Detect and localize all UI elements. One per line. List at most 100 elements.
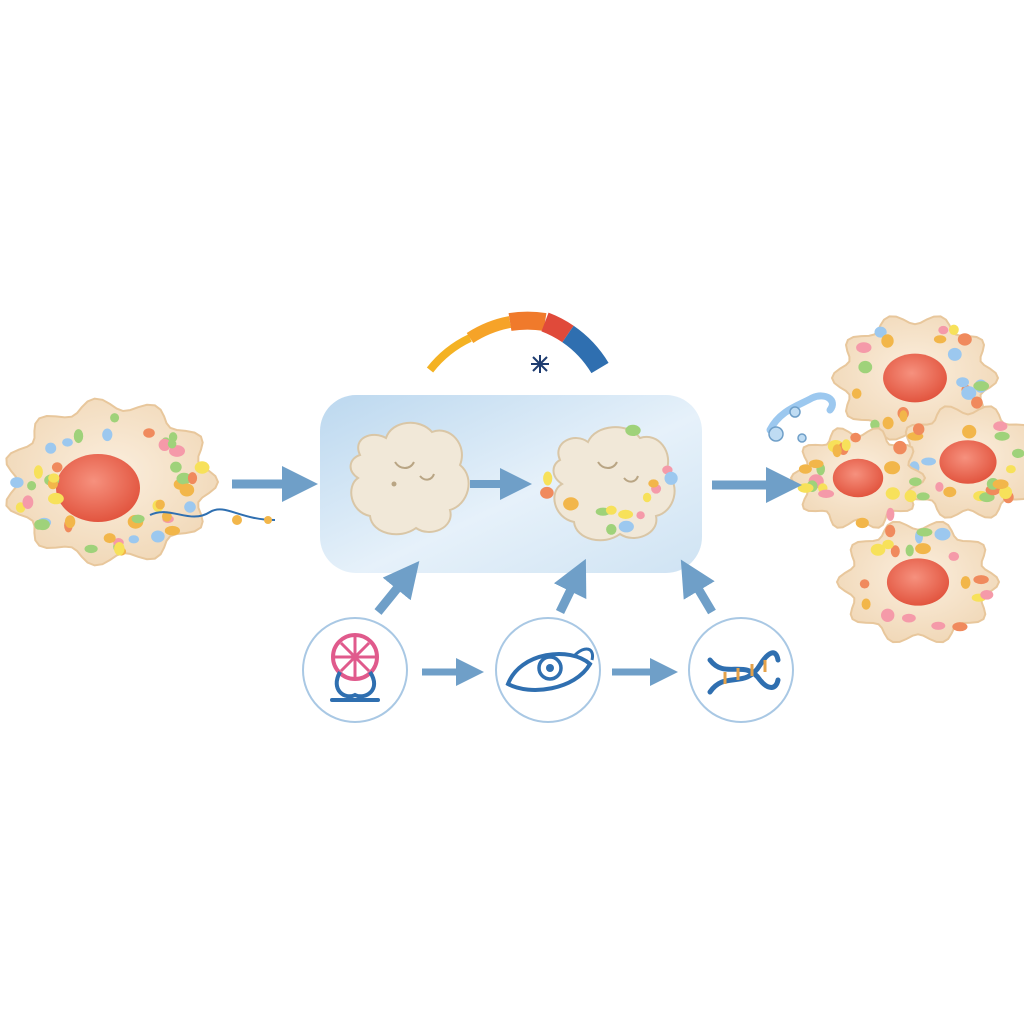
granule <box>131 514 145 524</box>
gauge-segment-3 <box>508 311 547 331</box>
granule <box>921 457 936 466</box>
protein-modified <box>540 424 678 542</box>
granule <box>625 424 641 436</box>
granule <box>909 477 922 487</box>
granule <box>73 429 84 444</box>
granule <box>961 386 977 400</box>
granule <box>938 325 949 335</box>
granule <box>947 347 962 361</box>
granule <box>143 428 155 438</box>
granule <box>62 438 73 447</box>
granule <box>187 472 198 485</box>
granule <box>851 388 862 399</box>
granule <box>164 525 180 536</box>
arrow-icon1-up <box>374 561 420 615</box>
granule <box>960 576 971 589</box>
granule <box>992 479 1009 490</box>
granule <box>905 544 914 557</box>
granule <box>915 543 931 555</box>
granule <box>33 465 43 479</box>
granule <box>994 431 1010 441</box>
granule <box>606 524 617 535</box>
granule <box>798 464 812 474</box>
granule <box>993 421 1008 432</box>
gauge-segment-4 <box>541 312 574 343</box>
granule <box>893 440 907 455</box>
granule <box>886 507 895 521</box>
granule <box>885 487 900 500</box>
granule <box>973 381 990 391</box>
granule <box>855 517 869 529</box>
granule <box>605 505 617 515</box>
granule <box>948 551 960 561</box>
granule <box>870 419 880 430</box>
source-cell-nucleus <box>56 454 140 522</box>
granule <box>962 424 977 439</box>
granule <box>184 501 196 513</box>
granule <box>881 608 895 622</box>
granule <box>861 598 871 610</box>
granule <box>563 498 578 511</box>
gauge-segment-2 <box>466 316 512 344</box>
source-cell-strand <box>149 508 276 521</box>
granule <box>155 499 165 510</box>
arrow-icon2-up <box>553 558 587 614</box>
granule <box>943 486 957 498</box>
strand-bead <box>232 515 242 525</box>
source-cell-granules <box>10 413 210 556</box>
granule <box>949 324 959 335</box>
granule <box>618 509 634 519</box>
granule <box>114 542 125 556</box>
strand-bead <box>264 516 272 524</box>
arrow-icon3-up <box>680 559 716 615</box>
granule <box>48 473 60 483</box>
granule <box>858 360 873 374</box>
granule <box>904 490 917 503</box>
source-cell <box>5 397 276 567</box>
granule <box>45 442 57 454</box>
granule <box>856 342 872 353</box>
granule <box>636 511 645 520</box>
granule <box>913 423 925 436</box>
icon-2 <box>495 617 601 723</box>
granule <box>818 489 835 498</box>
granule <box>27 481 37 491</box>
granule <box>642 492 652 503</box>
granule <box>870 543 886 556</box>
cell-cluster <box>789 315 1024 644</box>
gauge <box>426 311 609 374</box>
granule <box>1006 465 1016 474</box>
granule <box>973 575 989 585</box>
wheel-icon <box>330 633 380 702</box>
granule <box>194 461 210 474</box>
granule <box>648 479 659 488</box>
granule <box>543 471 553 486</box>
granule <box>103 533 116 544</box>
granule <box>890 545 900 558</box>
gauge-segment-5 <box>562 325 609 374</box>
granule <box>128 535 140 544</box>
granule <box>931 621 946 630</box>
dna-helix-icon <box>707 650 781 695</box>
granule <box>808 459 824 469</box>
cluster-cell-nucleus <box>886 558 950 606</box>
cluster-cell-nucleus <box>883 353 947 403</box>
icon-1 <box>302 617 408 723</box>
granule <box>170 461 182 473</box>
granule <box>934 527 951 541</box>
granule <box>884 461 901 475</box>
granule <box>179 483 195 497</box>
granule <box>935 482 944 492</box>
granule <box>832 444 842 458</box>
granule <box>540 486 554 499</box>
granule <box>1012 448 1024 458</box>
granule <box>162 511 172 522</box>
granule <box>102 428 113 442</box>
cluster-cell <box>835 520 1001 644</box>
granule <box>980 590 994 600</box>
icon-3 <box>688 617 794 723</box>
cluster-cell <box>891 405 1024 519</box>
granule <box>176 472 192 485</box>
granule <box>664 471 678 485</box>
